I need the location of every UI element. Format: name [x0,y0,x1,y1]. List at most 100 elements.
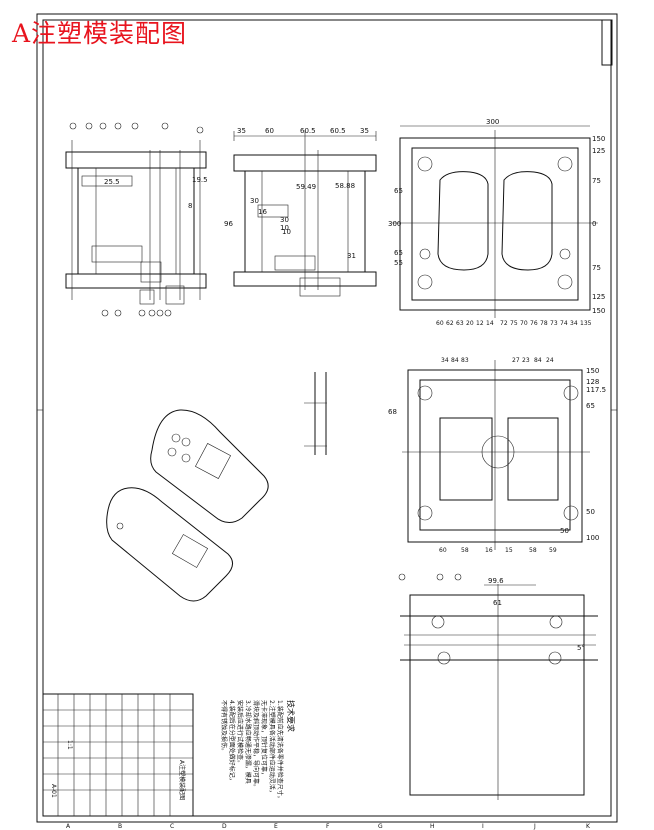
mid-dim-11: 10 [280,224,289,232]
border-letter-7: H [430,823,435,830]
section-bottom-4: 58 [529,547,537,554]
plan-callout-6: 72 [500,320,508,327]
section-left-label: 68 [388,408,397,416]
border-letter-6: G [378,823,383,830]
border-letter-9: J [533,823,536,830]
notes-line-6: 4.装配后在分型面处做好标记， [228,700,236,784]
notes-title: 技术要求 [286,700,296,732]
right-tick-0: 150 [592,135,605,143]
section-bottom-2: 16 [485,547,493,554]
drawing-scale: 1:1 [66,740,73,750]
section-tick-1: 128 [586,378,599,386]
plan-left-3: 300 [388,220,401,228]
section-tick-3: 65 [586,402,595,410]
plan-view-moving-half: 300 150 125 75 0 75 125 150 65 65 55 300… [388,118,605,327]
plan-left-0: 65 [394,187,403,195]
mid-dim-6: 58.88 [335,182,355,190]
product-sketch [106,409,269,602]
plan-callout-4: 12 [476,320,484,327]
left-dim-2: 8 [188,202,192,210]
plan-callout-10: 78 [540,320,548,327]
right-tick-2: 75 [592,177,601,185]
mid-dim-7: 30 [250,197,259,205]
border-letter-8: I [482,823,484,830]
border-letters: A B C D E F G H I J K [66,823,591,830]
plan-left-1: 65 [394,249,403,257]
plan-callout-12: 74 [560,320,568,327]
section-dim-0: 50 [586,508,595,516]
top-width-dim: 300 [486,118,499,126]
mid-dim-1: 60 [265,127,274,135]
right-tick-4: 75 [592,264,601,272]
notes-line-4: 3.冷却水路应畅通无渗漏，模具 [244,700,252,784]
notes-line-7: 不得有锈蚀及损伤。 [220,700,228,754]
side-view-middle: 35 60 60.5 60.5 35 59.49 58.88 30 16 10 … [224,127,377,297]
plan-callout-14: 135 [580,320,592,327]
section-bottom-5: 59 [549,547,557,554]
plan-callout-5: 14 [486,320,494,327]
section-top-0: 34 [441,357,449,364]
notes-line-3: 滑块及斜顶动作平稳，导向可靠。 [252,700,260,790]
mid-dim-2: 60.5 [300,127,316,135]
section-top-1: 84 [451,357,459,364]
plan-callout-11: 73 [550,320,558,327]
plan-callout-7: 75 [510,320,518,327]
section-view-bottom: 99.6 61 5° [398,573,598,800]
notes-line-2: 无卡滞现象，顶针复位可靠， [260,700,268,778]
right-tick-1: 125 [592,147,605,155]
border-letter-0: A [66,823,71,830]
left-dim-1: 19.5 [192,176,208,184]
section-bottom-1: 58 [461,547,469,554]
section-top-2: 83 [461,357,469,364]
right-tick-5: 125 [592,293,605,301]
section-top-5: 84 [534,357,542,364]
mid-dim-0: 35 [237,127,246,135]
border-letter-5: F [326,823,330,830]
section-top-6: 24 [546,357,554,364]
border-letter-2: C [170,823,174,830]
mid-dim-9: 10 [282,228,291,236]
bottom-dim-0: 99.6 [488,577,504,585]
plan-callout-2: 63 [456,320,464,327]
drawing-title: A注塑模装配图 [12,19,188,48]
border-letter-10: K [586,823,591,830]
technical-notes: 技术要求 1.装配前应先清洗各零件并检查尺寸。 2.注塑模具各活动部件应运动灵活… [220,700,296,802]
plan-callout-1: 62 [446,320,454,327]
section-bottom-0: 60 [439,547,447,554]
plan-view-fixed-half: 150 128 117.5 65 68 34 84 83 27 23 84 24… [388,357,606,554]
mid-dim-4: 35 [360,127,369,135]
front-view-left: 25.5 19.5 8 [65,122,208,317]
drawing-number: A-01 [50,784,57,798]
section-dim-1: 100 [586,534,599,542]
right-tick-6: 150 [592,307,605,315]
plan-callout-13: 34 [570,320,578,327]
plan-left-2: 55 [394,259,403,267]
section-top-4: 23 [522,357,530,364]
border-letter-4: E [274,823,278,830]
mid-dim-12: 96 [224,220,233,228]
section-top-3: 27 [512,357,520,364]
notes-line-0: 1.装配前应先清洗各零件并检查尺寸。 [276,700,284,802]
sheet-border [36,13,618,823]
plan-callout-9: 76 [530,320,538,327]
left-dim-0: 25.5 [104,178,120,186]
drawing-name: A注塑模装配图 [178,760,186,800]
mid-dim-8: 16 [258,208,267,216]
right-tick-3: 0 [592,220,596,228]
mid-dim-10: 30 [280,216,289,224]
plan-callout-0: 60 [436,320,444,327]
border-letter-3: D [222,823,227,830]
plan-callout-8: 70 [520,320,528,327]
border-letter-1: B [118,823,122,830]
notes-line-5: 安装后应进行试模检查。 [236,700,244,766]
section-dim-2: 50 [560,527,569,535]
plan-callout-3: 20 [466,320,474,327]
mid-dim-5: 59.49 [296,183,316,191]
section-tick-0: 150 [586,367,599,375]
bottom-dim-1: 61 [493,599,502,607]
bottom-angle: 5° [577,644,585,652]
mid-dim-3: 60.5 [330,127,346,135]
title-block: A-01 1:1 A注塑模装配图 [42,693,194,817]
section-bottom-3: 15 [505,547,513,554]
